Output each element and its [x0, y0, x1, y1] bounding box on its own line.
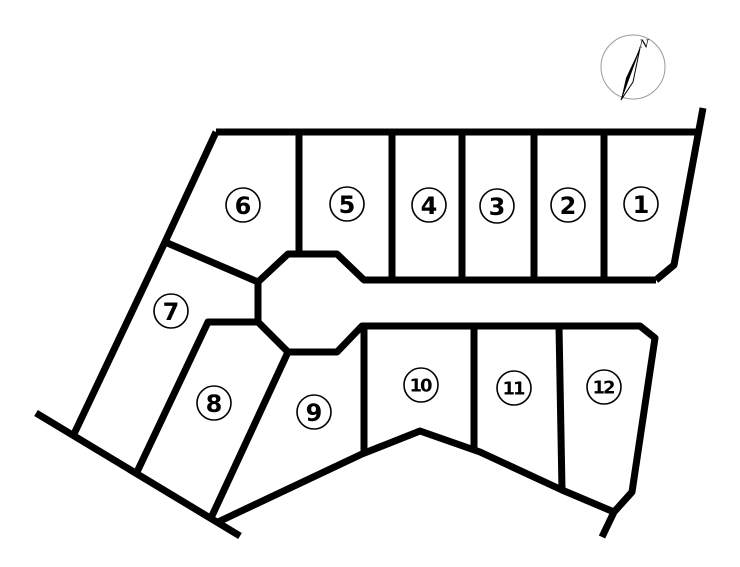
lot-4[interactable]: 4	[411, 187, 447, 223]
lot-9[interactable]: 9	[296, 394, 332, 430]
lot-marker	[550, 187, 586, 223]
lot-number: 7	[163, 298, 180, 326]
divider-6-7	[163, 238, 260, 286]
lot-marker	[225, 187, 261, 223]
lot-number: 10	[409, 376, 432, 397]
lot-12[interactable]: 12	[586, 369, 622, 405]
lot-number: 8	[206, 390, 223, 418]
lot-6[interactable]: 6	[225, 187, 261, 223]
compass: N	[600, 34, 666, 101]
lot-marker	[479, 188, 515, 224]
lot-number: 11	[502, 379, 525, 400]
lot-1[interactable]: 1	[623, 186, 659, 222]
parcel-boundaries	[34, 107, 707, 539]
southwest-boundary	[34, 410, 242, 539]
lot-marker	[496, 370, 532, 406]
lot-7[interactable]: 7	[153, 293, 189, 329]
lot-8[interactable]: 8	[196, 385, 232, 421]
lot-number: 5	[339, 191, 356, 219]
lot-11[interactable]: 11	[496, 370, 532, 406]
east-boundary	[653, 107, 707, 283]
lot-number: 9	[306, 399, 323, 427]
compass-north-label: N	[638, 38, 649, 51]
lot-marker	[403, 367, 439, 403]
divider-7-8	[133, 318, 258, 474]
lot-number: 1	[633, 191, 650, 219]
lot-marker	[623, 186, 659, 222]
lot-marker	[153, 293, 189, 329]
lot-marker	[411, 187, 447, 223]
lot-labels: 1 2 3 4 5 6 7 8	[153, 186, 659, 430]
south-boundary	[216, 427, 616, 526]
lot-marker	[196, 385, 232, 421]
lot-3[interactable]: 3	[479, 188, 515, 224]
divider-8-9	[207, 350, 292, 520]
lot-number: 6	[235, 192, 252, 220]
lot-marker	[586, 369, 622, 405]
lot-number: 4	[421, 192, 438, 220]
lot-number: 3	[489, 193, 506, 221]
lot-number: 2	[560, 192, 577, 220]
lot-5[interactable]: 5	[329, 186, 365, 222]
divider-11-12	[555, 325, 566, 491]
west-boundary-upper	[70, 130, 220, 436]
lot-marker	[329, 186, 365, 222]
road-north-edge	[254, 250, 659, 539]
lot-10[interactable]: 10	[403, 367, 439, 403]
lot-marker	[296, 394, 332, 430]
lot-2[interactable]: 2	[550, 187, 586, 223]
lot-number: 12	[592, 378, 614, 399]
